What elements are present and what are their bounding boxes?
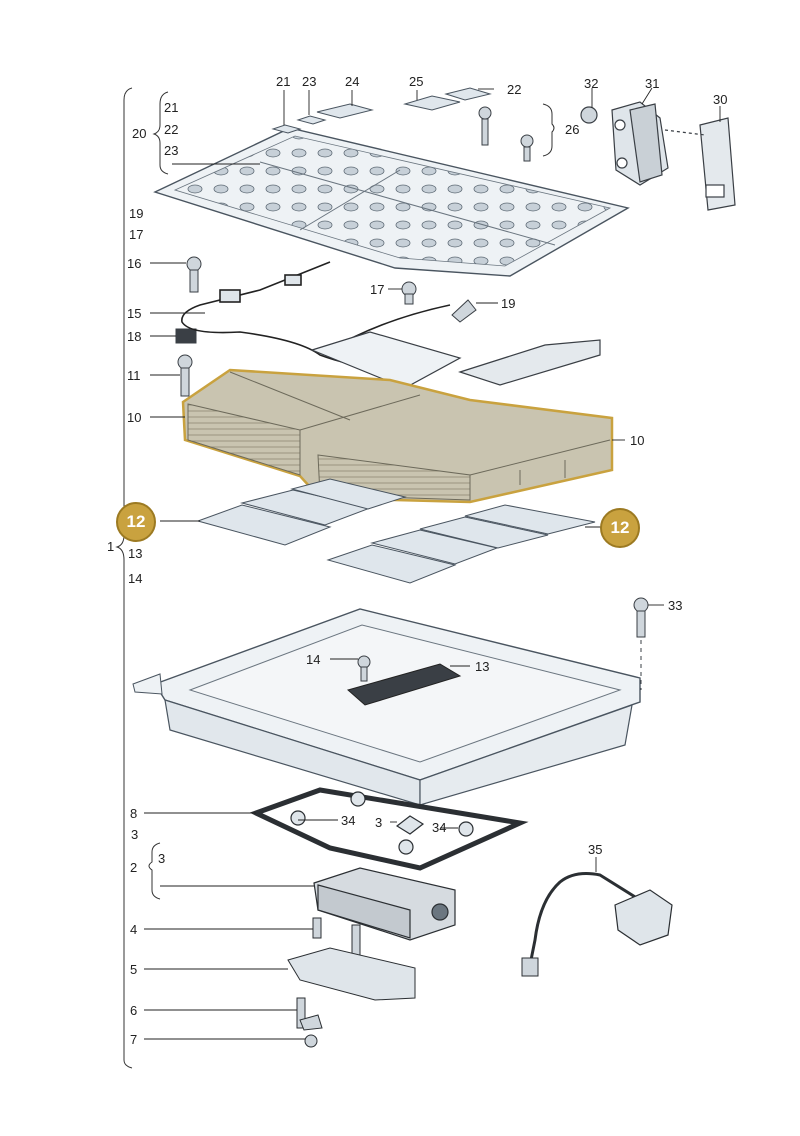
- label-23: 23: [164, 143, 179, 158]
- label-23-top: 23: [302, 74, 317, 89]
- label-34-right: 34: [432, 820, 447, 835]
- label-10-left: 10: [127, 410, 142, 425]
- label-22: 22: [164, 122, 179, 137]
- label-22-top: 22: [507, 82, 522, 97]
- label-18: 18: [127, 329, 142, 344]
- label-17-mid: 17: [370, 282, 385, 297]
- top-cover-plate: [153, 127, 630, 277]
- label-21-top: 21: [276, 74, 291, 89]
- label-21: 21: [164, 100, 179, 115]
- seal-ring: [249, 787, 529, 871]
- cable-35: [521, 872, 673, 977]
- control-board: [310, 331, 601, 389]
- label-7: 7: [130, 1032, 138, 1047]
- label-32: 32: [584, 76, 599, 91]
- label-5: 5: [130, 962, 138, 977]
- label-3-left: 3: [131, 827, 139, 842]
- label-4: 4: [130, 922, 138, 937]
- label-33: 33: [668, 598, 683, 613]
- label-8: 8: [130, 806, 138, 821]
- label-17-left: 17: [129, 227, 144, 242]
- badge-12-right: 12: [600, 508, 640, 548]
- label-19-mid: 19: [501, 296, 516, 311]
- battery-modules: [181, 368, 614, 504]
- label-31: 31: [645, 76, 660, 91]
- label-3-mid: 3: [375, 815, 383, 830]
- group-bracket: [115, 87, 555, 1069]
- label-14-mid: 14: [306, 652, 321, 667]
- label-11: 11: [127, 368, 141, 383]
- label-13-left: 13: [128, 546, 143, 561]
- label-35: 35: [588, 842, 603, 857]
- label-34-left: 34: [341, 813, 356, 828]
- label-24-top: 24: [345, 74, 360, 89]
- label-6: 6: [130, 1003, 138, 1018]
- grommets: [290, 791, 474, 855]
- label-13-mid: 13: [475, 659, 490, 674]
- mount-brackets: [580, 101, 736, 211]
- label-3-bracket: 3: [158, 851, 166, 866]
- small-parts-bottom: [287, 917, 416, 1048]
- label-2: 2: [130, 860, 138, 875]
- badge-12-left: 12: [116, 502, 156, 542]
- label-14-left: 14: [128, 571, 143, 586]
- leader-lines: [144, 87, 721, 1040]
- bolts-lower: [357, 597, 649, 690]
- label-19-left: 19: [129, 206, 144, 221]
- label-20: 20: [132, 126, 147, 141]
- label-16: 16: [127, 256, 142, 271]
- label-26: 26: [565, 122, 580, 137]
- battery-housing: [132, 608, 641, 806]
- thermal-pads: [196, 478, 596, 584]
- bolts-26: [478, 106, 534, 162]
- label-30: 30: [713, 92, 728, 107]
- pads-small: [271, 87, 492, 134]
- label-10-right: 10: [630, 433, 645, 448]
- fasteners-mid: [175, 256, 477, 397]
- label-1: 1: [107, 539, 115, 554]
- electronics-module: [313, 867, 456, 941]
- label-15: 15: [127, 306, 142, 321]
- label-25-top: 25: [409, 74, 424, 89]
